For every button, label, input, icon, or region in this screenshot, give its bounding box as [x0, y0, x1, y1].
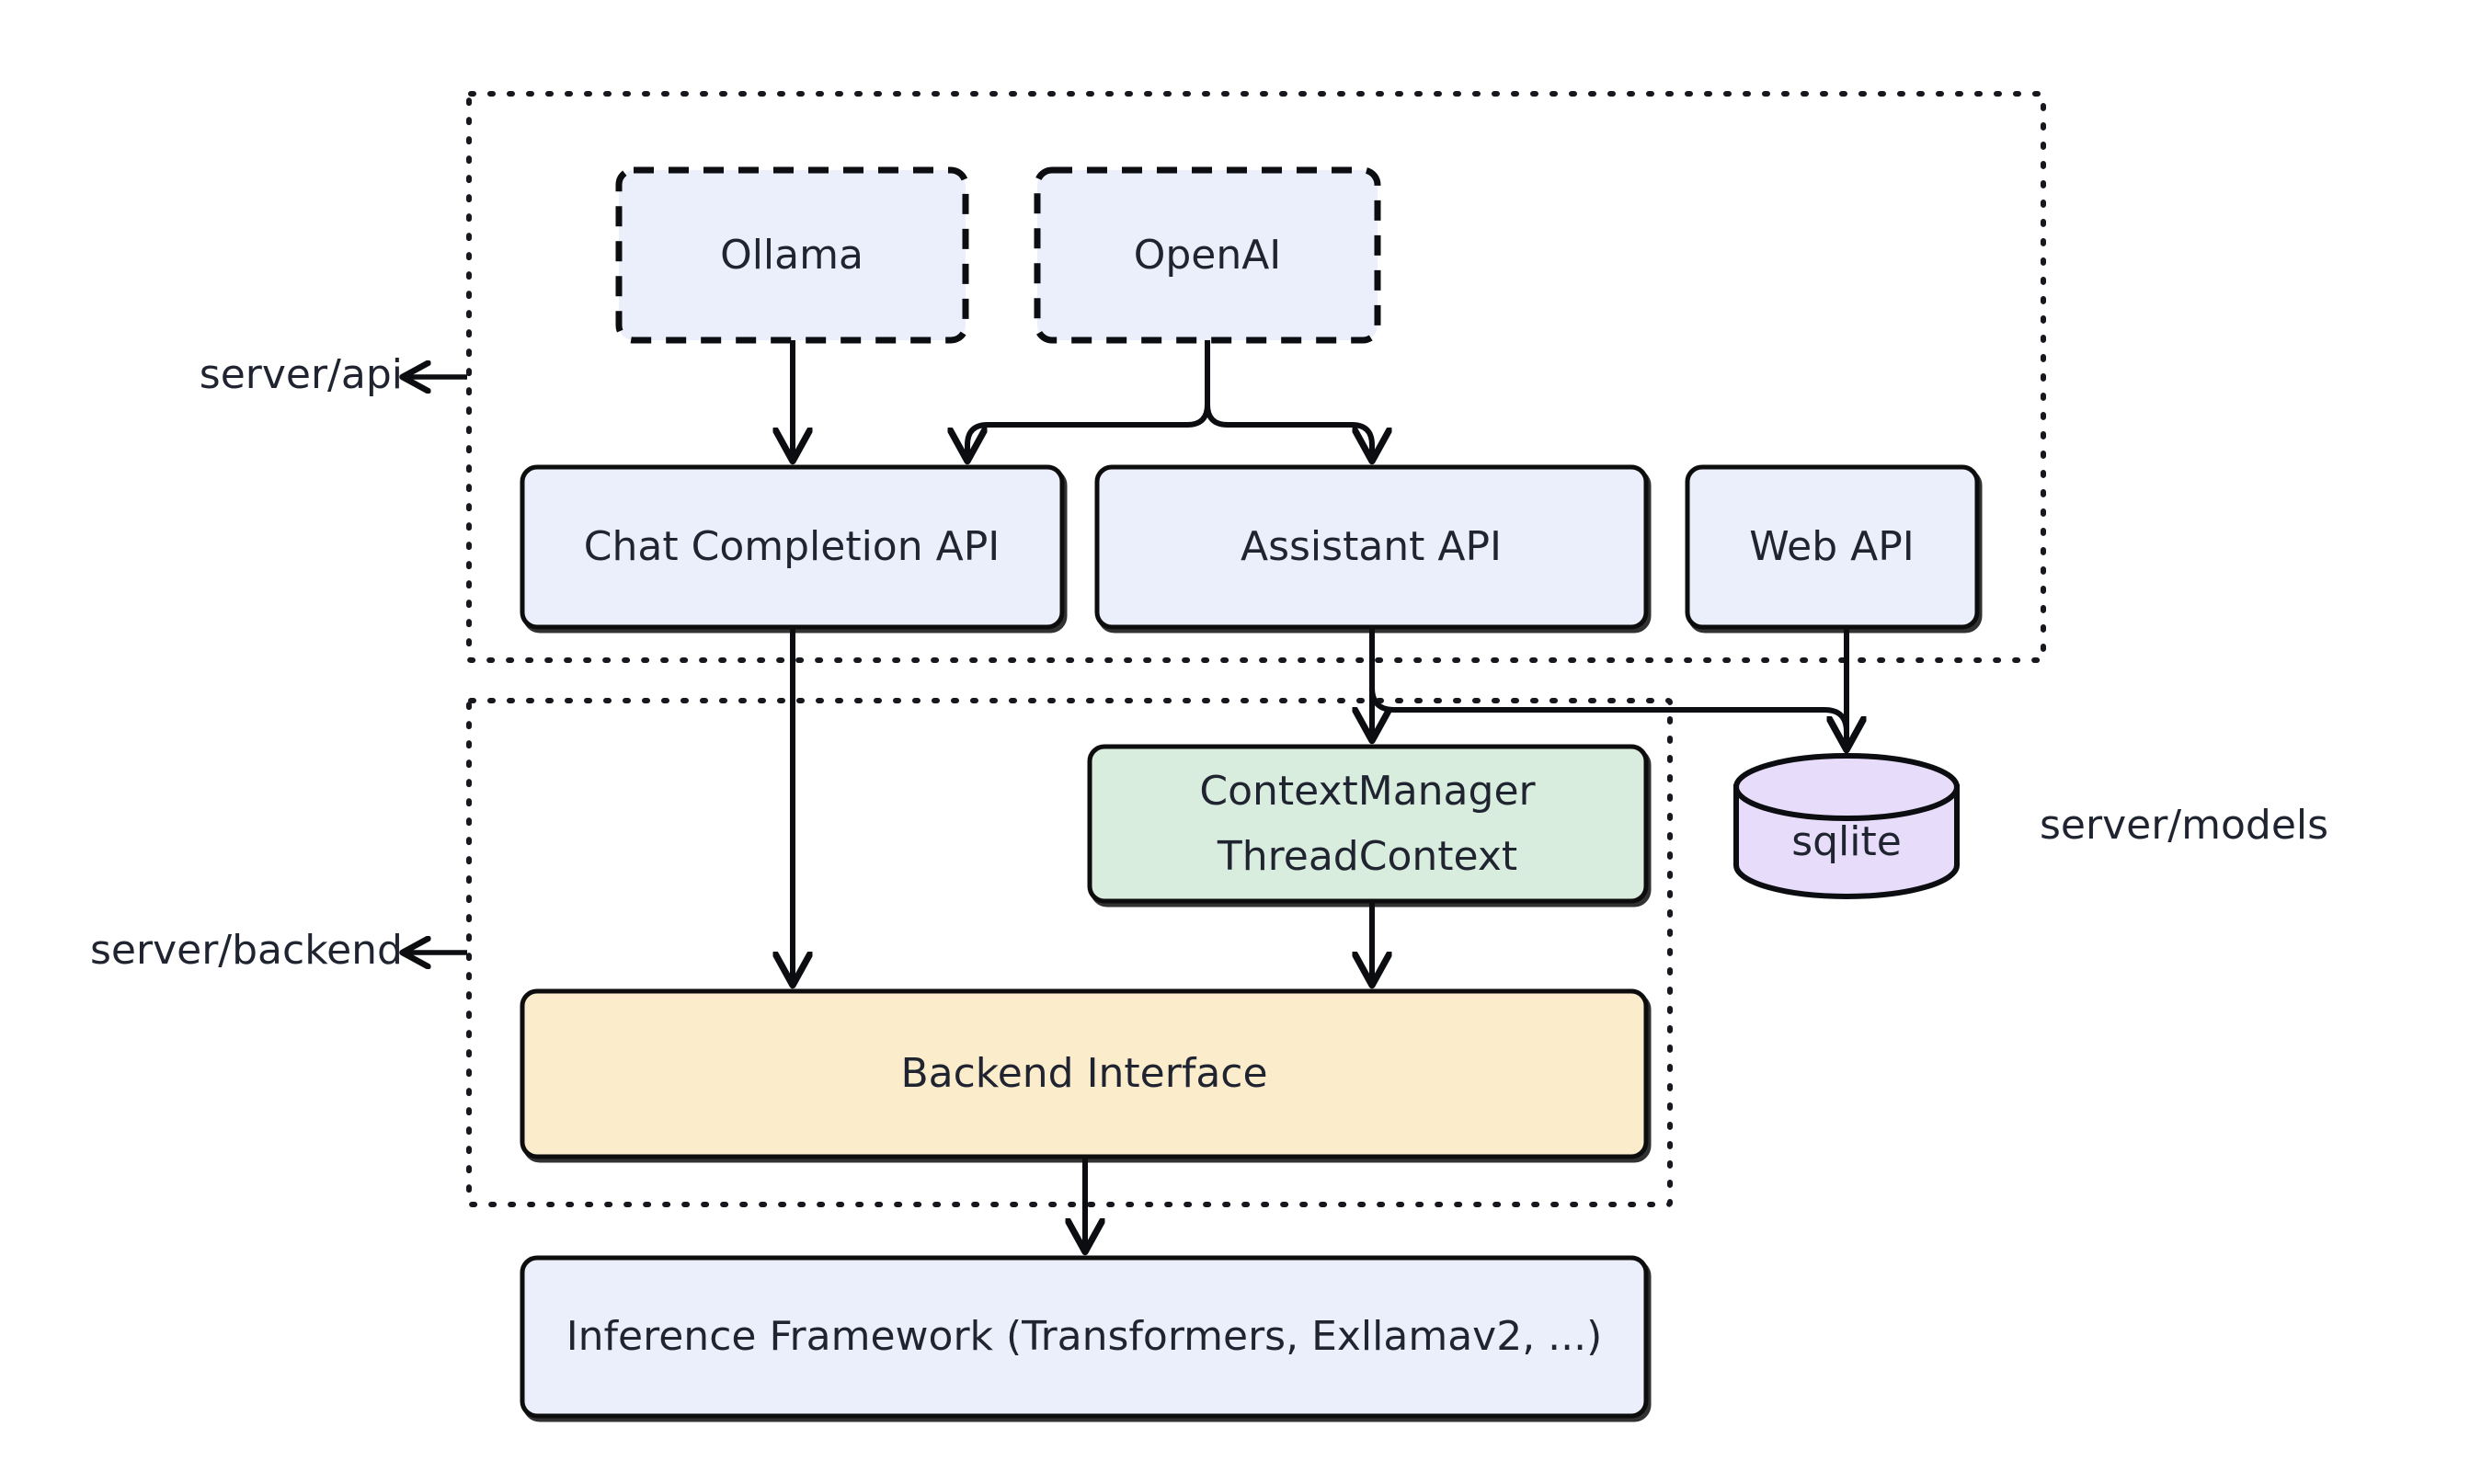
- node-web-api[interactable]: Web API: [1685, 464, 1980, 630]
- node-web-api-shape: [1685, 464, 1980, 630]
- group-frame-server-api: [466, 91, 2046, 663]
- node-backend-interface-shape: [520, 988, 1649, 1159]
- node-openai[interactable]: OpenAI: [1034, 166, 1381, 344]
- group-label-server-models: server/models: [2040, 802, 2328, 849]
- node-chat-completion-api-shape: [520, 464, 1065, 630]
- group-label-server-backend: server/backend: [90, 927, 403, 974]
- node-ollama-label: Ollama: [720, 232, 863, 279]
- edge-openai-to-assistant-api: [1205, 340, 1372, 458]
- node-web-api-label: Web API: [1749, 523, 1915, 570]
- group-label-leaders: [405, 377, 467, 953]
- node-ollama-shape: [615, 166, 969, 344]
- node-context-manager-label-line2: ThreadContext: [1217, 833, 1517, 880]
- node-backend-interface-label: Backend Interface: [900, 1050, 1267, 1097]
- edges-layer: [793, 340, 1847, 1249]
- node-assistant-api-label: Assistant API: [1241, 523, 1502, 570]
- node-sqlite-top-ellipse: [1733, 753, 1960, 821]
- node-chat-completion-api[interactable]: Chat Completion API: [520, 464, 1065, 630]
- node-inference-framework[interactable]: Inference Framework (Transformers, Exlla…: [520, 1255, 1649, 1419]
- group-label-server-api: server/api: [200, 351, 403, 398]
- node-openai-label: OpenAI: [1134, 232, 1282, 279]
- nodes-layer: Ollama OpenAI Chat Completion API Assist…: [520, 166, 1980, 1419]
- node-inference-framework-label: Inference Framework (Transformers, Exlla…: [566, 1313, 1603, 1360]
- node-sqlite-label: sqlite: [1791, 818, 1902, 865]
- node-assistant-api[interactable]: Assistant API: [1094, 464, 1649, 630]
- node-backend-interface[interactable]: Backend Interface: [520, 988, 1649, 1159]
- group-labels: server/api server/backend server/models: [90, 351, 2328, 974]
- node-sqlite[interactable]: sqlite: [1733, 753, 1960, 899]
- node-openai-shape: [1034, 166, 1381, 344]
- node-assistant-api-shape: [1094, 464, 1649, 630]
- node-inference-framework-shape: [520, 1255, 1649, 1419]
- edge-openai-to-chat-completion-api: [967, 340, 1210, 458]
- node-chat-completion-api-label: Chat Completion API: [584, 523, 1000, 570]
- group-frame-server-backend: [466, 698, 1673, 1207]
- node-context-manager-label-line1: ContextManager: [1199, 768, 1536, 815]
- node-context-manager-shape: [1087, 744, 1649, 904]
- node-context-manager[interactable]: ContextManager ThreadContext: [1087, 744, 1649, 904]
- node-ollama[interactable]: Ollama: [615, 166, 969, 344]
- group-frames: [466, 91, 2046, 1207]
- edge-assistant-api-to-sqlite: [1369, 627, 1847, 747]
